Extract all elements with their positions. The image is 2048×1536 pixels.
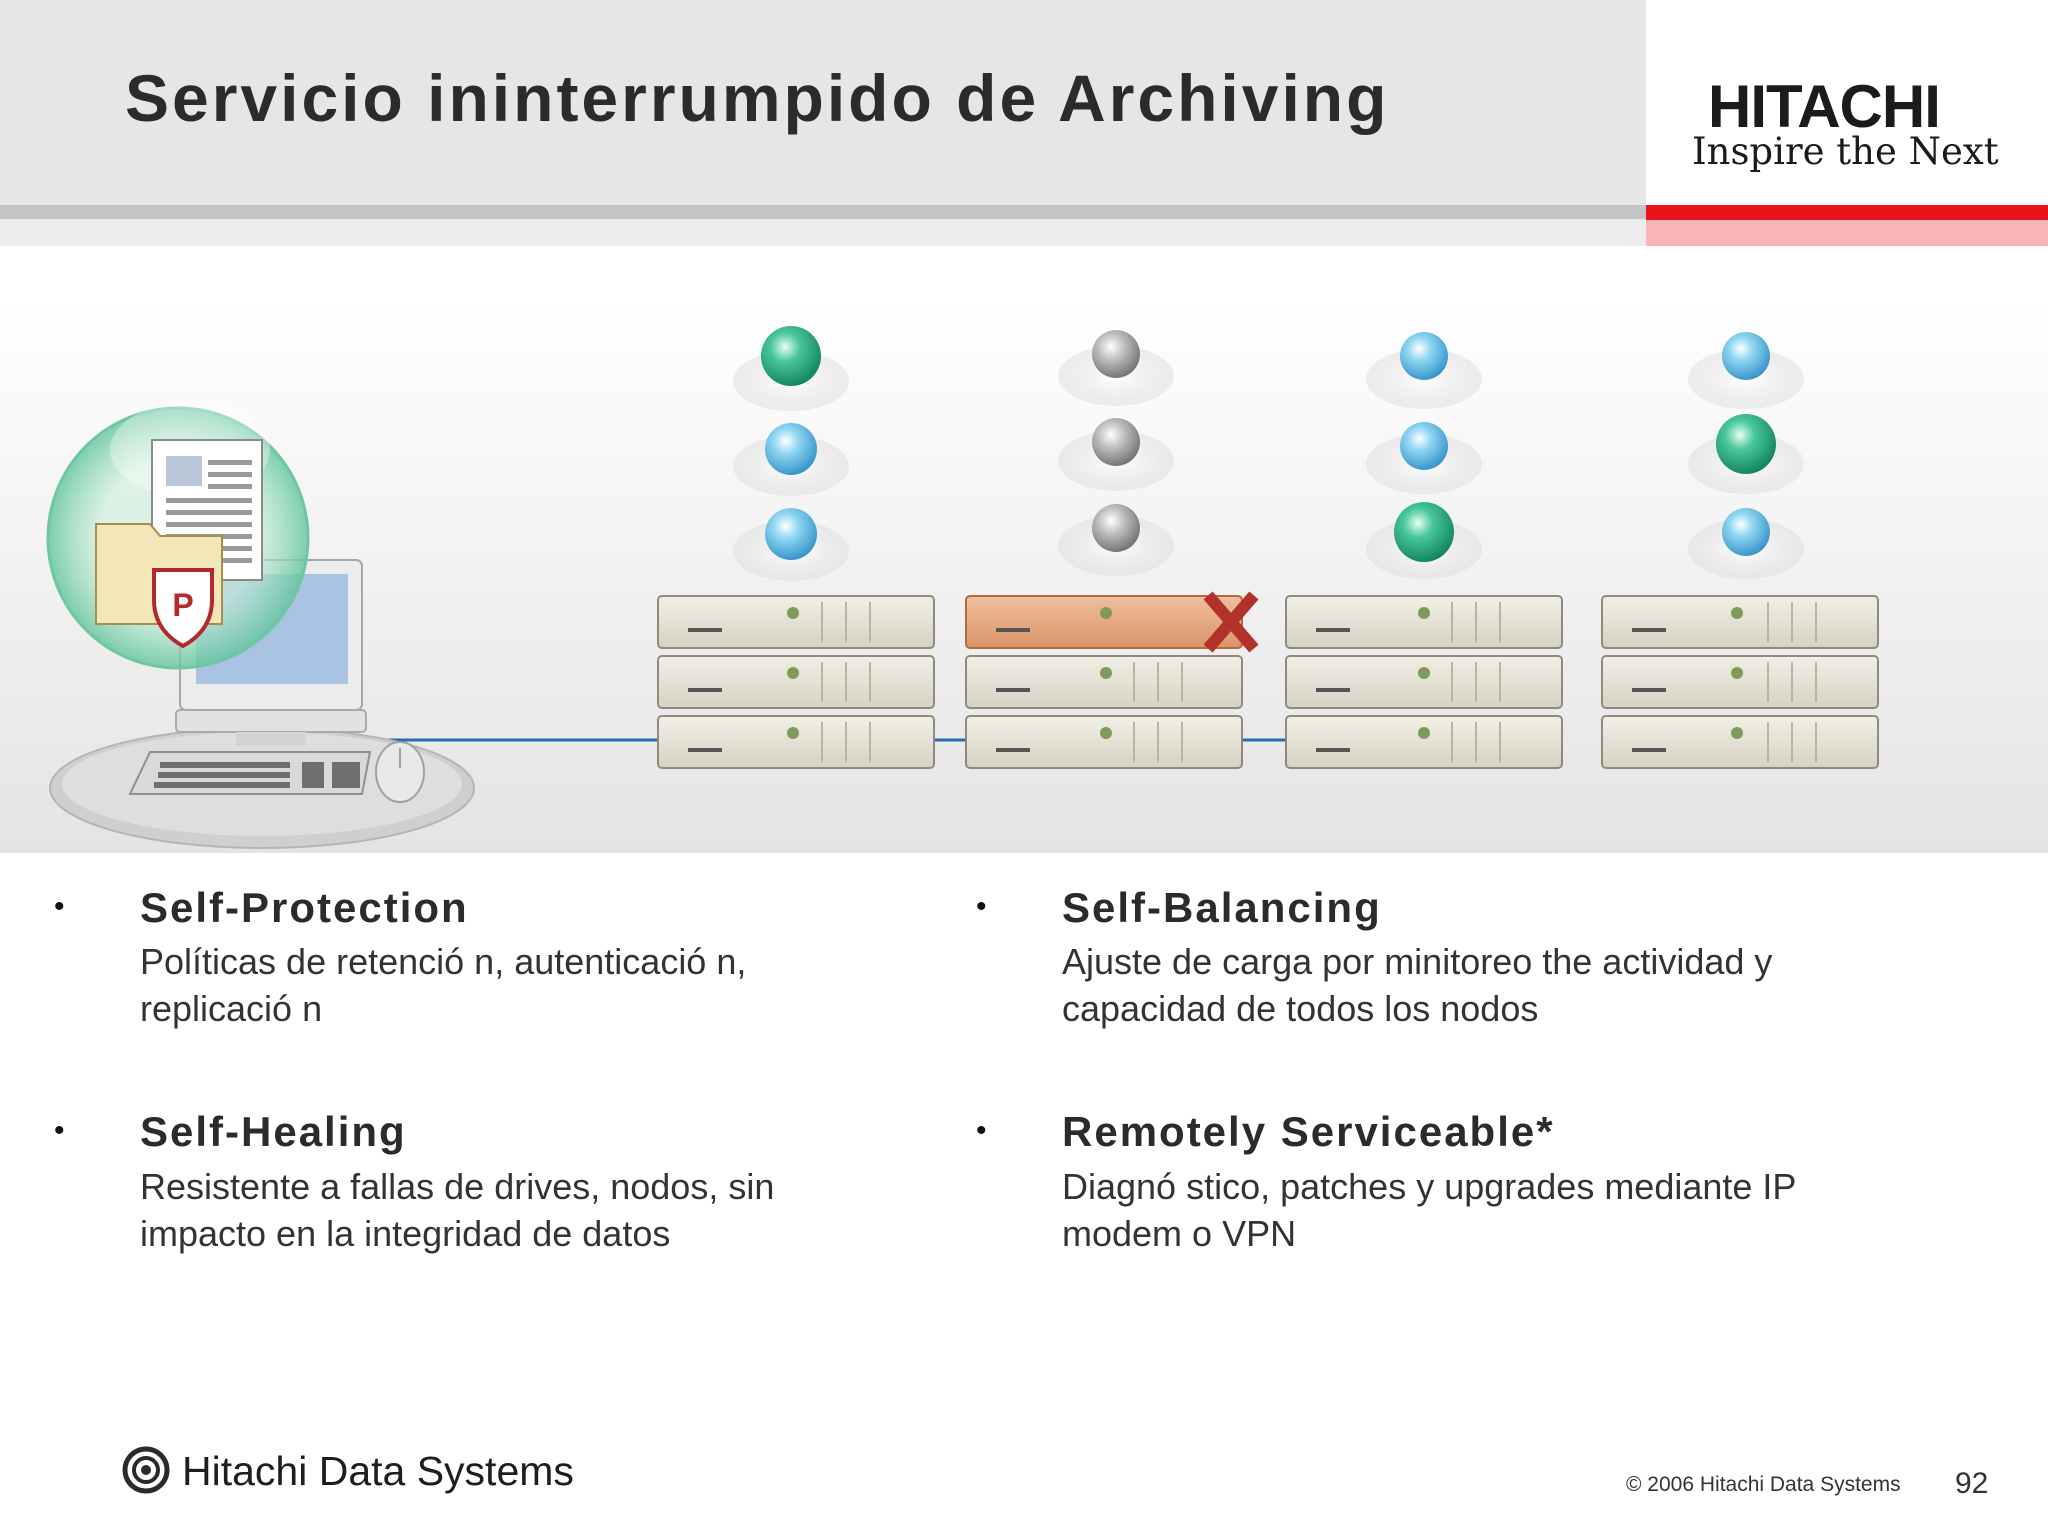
feature-description: Políticas de retenció n, autenticació n,… — [140, 938, 960, 1032]
archive-cluster-illustration: P — [0, 300, 2048, 853]
logo-red-bar — [1646, 205, 2048, 220]
failure-x-icon — [1203, 591, 1259, 653]
feature-title: Self-Protection — [140, 884, 469, 931]
shield-letter: P — [172, 587, 193, 623]
data-object-icon — [1092, 504, 1140, 552]
data-object-icon — [1092, 418, 1140, 466]
feature-description-line: Resistente a fallas de drives, nodos, si… — [140, 1166, 775, 1207]
storage-node-4 — [1601, 332, 1879, 769]
feature-description-line: Diagnó stico, patches y upgrades mediant… — [1062, 1166, 1797, 1207]
hds-logo-icon — [122, 1446, 170, 1494]
footer-company-name: Hitachi Data Systems — [182, 1448, 574, 1494]
header-divider — [0, 205, 1646, 219]
feature-description-line: impacto en la integridad de datos — [140, 1213, 671, 1254]
data-object-icon — [1722, 332, 1770, 380]
header-divider-light — [0, 219, 1646, 246]
storage-node-3 — [1285, 332, 1563, 769]
feature-title: Self-Balancing — [1062, 884, 1382, 931]
data-object-icon — [1400, 422, 1448, 470]
feature-description: Diagnó stico, patches y upgrades mediant… — [1062, 1163, 1882, 1257]
feature-description-line: modem o VPN — [1062, 1213, 1297, 1254]
storage-node-1 — [657, 326, 935, 769]
logo-pink-bar — [1646, 220, 2048, 246]
feature-description-line: replicació n — [140, 988, 323, 1029]
data-object-icon — [761, 326, 821, 386]
hitachi-logo: HITACHI — [1708, 73, 1941, 140]
feature-description-line: Ajuste de carga por minitoreo the activi… — [1062, 941, 1773, 982]
bullet-icon: • — [976, 890, 987, 923]
data-object-icon — [765, 508, 817, 560]
data-object-icon — [1394, 502, 1454, 562]
feature-description: Resistente a fallas de drives, nodos, si… — [140, 1163, 960, 1257]
logo-tagline: Inspire the Next — [1692, 130, 1999, 173]
bullet-icon: • — [54, 1114, 65, 1147]
storage-node-2-failed — [965, 330, 1259, 769]
copyright-text: © 2006 Hitachi Data Systems — [1626, 1473, 1901, 1496]
feature-description-line: Políticas de retenció n, autenticació n, — [140, 941, 747, 982]
page-number: 92 — [1955, 1467, 1989, 1500]
client-computer-icon: P — [46, 402, 475, 849]
data-object-icon — [1092, 330, 1140, 378]
feature-title: Remotely Serviceable* — [1062, 1108, 1555, 1155]
data-object-icon — [1722, 508, 1770, 556]
logo-area — [1646, 0, 2048, 205]
feature-description: Ajuste de carga por minitoreo the activi… — [1062, 938, 1882, 1032]
bullet-icon: • — [54, 890, 65, 923]
feature-description-line: capacidad de todos los nodos — [1062, 988, 1539, 1029]
data-object-icon — [765, 423, 817, 475]
data-object-icon — [1400, 332, 1448, 380]
header-band — [0, 0, 1646, 205]
slide-title: Servicio ininterrumpido de Archiving — [125, 61, 1390, 135]
feature-title: Self-Healing — [140, 1108, 407, 1155]
bullet-icon: • — [976, 1114, 987, 1147]
data-object-icon — [1716, 414, 1776, 474]
